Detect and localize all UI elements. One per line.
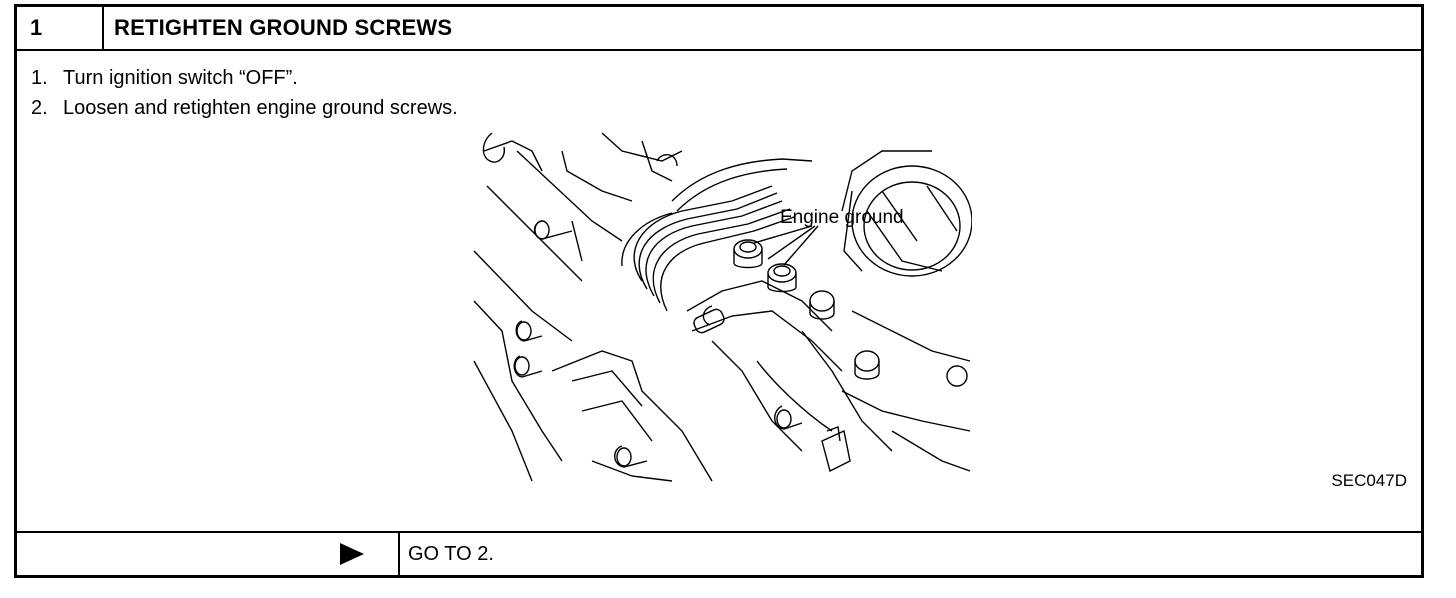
instruction-text: Loosen and retighten engine ground screw… bbox=[63, 97, 458, 119]
goto-instruction: GO TO 2. bbox=[408, 543, 494, 565]
step-title: RETIGHTEN GROUND SCREWS bbox=[114, 15, 453, 40]
figure-code: SEC047D bbox=[1331, 471, 1407, 490]
instruction-item: 2. Loosen and retighten engine ground scr… bbox=[31, 93, 458, 123]
step-body: 1. Turn ignition switch “OFF”. 2. Loosen a… bbox=[17, 51, 1421, 533]
instruction-number: 1. bbox=[31, 67, 48, 89]
step-footer-row: GO TO 2. bbox=[17, 533, 1421, 575]
step-header-row: 1 RETIGHTEN GROUND SCREWS bbox=[17, 7, 1421, 51]
instruction-text: Turn ignition switch “OFF”. bbox=[63, 67, 298, 89]
procedure-table: 1 RETIGHTEN GROUND SCREWS 1. Turn ignitio… bbox=[14, 4, 1424, 578]
engine-ground-illustration: Engine ground bbox=[473, 132, 972, 482]
step-number: 1 bbox=[17, 7, 104, 49]
arrow-cell bbox=[17, 533, 400, 575]
instruction-item: 1. Turn ignition switch “OFF”. bbox=[31, 63, 458, 93]
right-triangle-arrow-icon bbox=[340, 543, 364, 565]
instruction-list: 1. Turn ignition switch “OFF”. 2. Loosen a… bbox=[31, 63, 458, 123]
instruction-number: 2. bbox=[31, 97, 48, 119]
engine-ground-label: Engine ground bbox=[780, 207, 904, 228]
